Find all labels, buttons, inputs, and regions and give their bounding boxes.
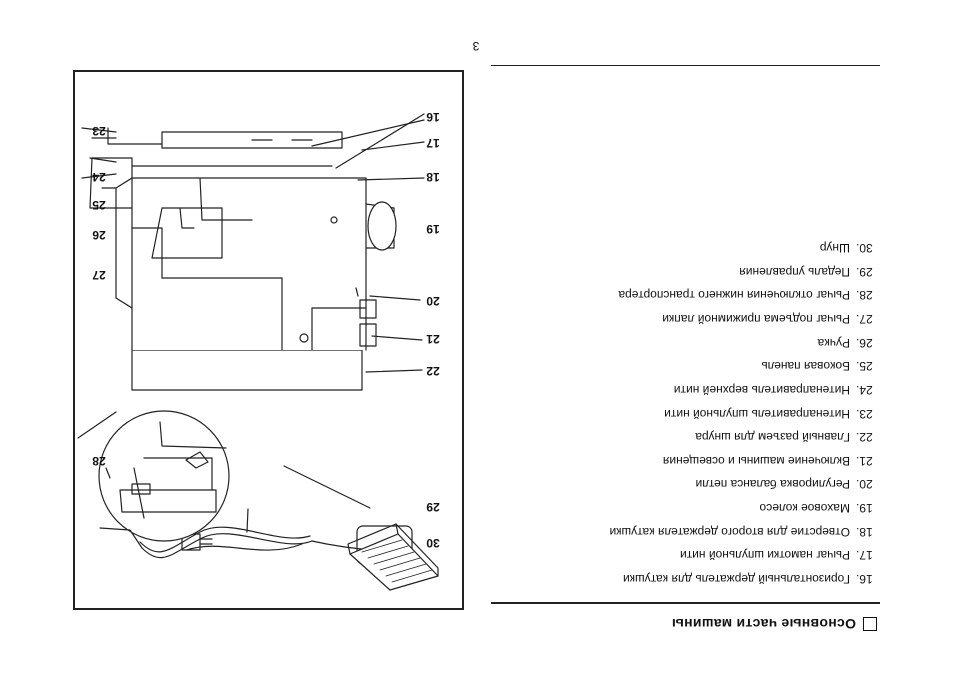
machine-illustration-frame: 30 29 28 22 21 20 19 27 26 25 24 23 18 1…	[73, 70, 464, 610]
callout-18: 18	[426, 170, 440, 184]
checkbox-square-icon	[863, 617, 877, 631]
list-item: 19.Маховое колесо	[759, 501, 873, 516]
callout-22: 22	[426, 364, 440, 378]
callout-30: 30	[426, 536, 440, 550]
list-item: 30.Шнур	[819, 241, 873, 256]
list-item: 16.Горизонтальный держатель для катушки	[623, 572, 873, 586]
list-item: 25.Боковая панель	[761, 359, 873, 374]
top-rule	[491, 602, 880, 604]
list-item: 21.Включение машины и освещения	[662, 453, 873, 468]
callout-21: 21	[426, 332, 440, 346]
callout-26: 26	[92, 228, 106, 242]
section-heading: Основные части машины	[672, 616, 877, 632]
callout-27: 27	[92, 268, 106, 282]
page-number: 3	[472, 39, 480, 53]
list-item: 27.Рычаг подъема прижимной лапки	[662, 311, 873, 326]
list-item: 29.Педаль управления	[739, 264, 873, 279]
list-item: 23.Нитенаправитель шпульной нити	[664, 406, 873, 421]
callout-20: 20	[426, 294, 440, 308]
list-item: 18.Отверстие для второго держателя катуш…	[609, 524, 873, 539]
callout-25: 25	[92, 198, 106, 212]
callout-16: 16	[426, 110, 440, 124]
list-item: 26.Ручка	[817, 335, 873, 350]
section-title: Основные части машины	[671, 616, 856, 632]
callout-28: 28	[92, 454, 106, 468]
sewing-machine-drawing	[77, 113, 439, 591]
list-item: 28.Рычаг отключения нижнего транспортера	[618, 288, 873, 303]
callout-23: 23	[92, 124, 106, 138]
bottom-rule	[491, 65, 880, 66]
callout-19: 19	[426, 222, 440, 236]
detail-inset-drawing	[98, 410, 230, 549]
foot-pedal-drawing	[347, 523, 439, 591]
list-item: 20.Регулировка баланса петли	[695, 477, 873, 492]
machine-body-drawing	[89, 127, 397, 391]
callout-17: 17	[426, 136, 440, 150]
callout-29: 29	[426, 500, 440, 514]
list-item: 24.Нитенаправитель верхней нити	[673, 382, 873, 397]
list-item: 22.Главный разъем для шнура	[695, 430, 873, 445]
list-item: 17.Рычаг намотки шпульной нити	[680, 548, 873, 563]
callout-24: 24	[92, 170, 106, 184]
parts-list: 16.Горизонтальный держатель для катушки …	[488, 235, 878, 590]
